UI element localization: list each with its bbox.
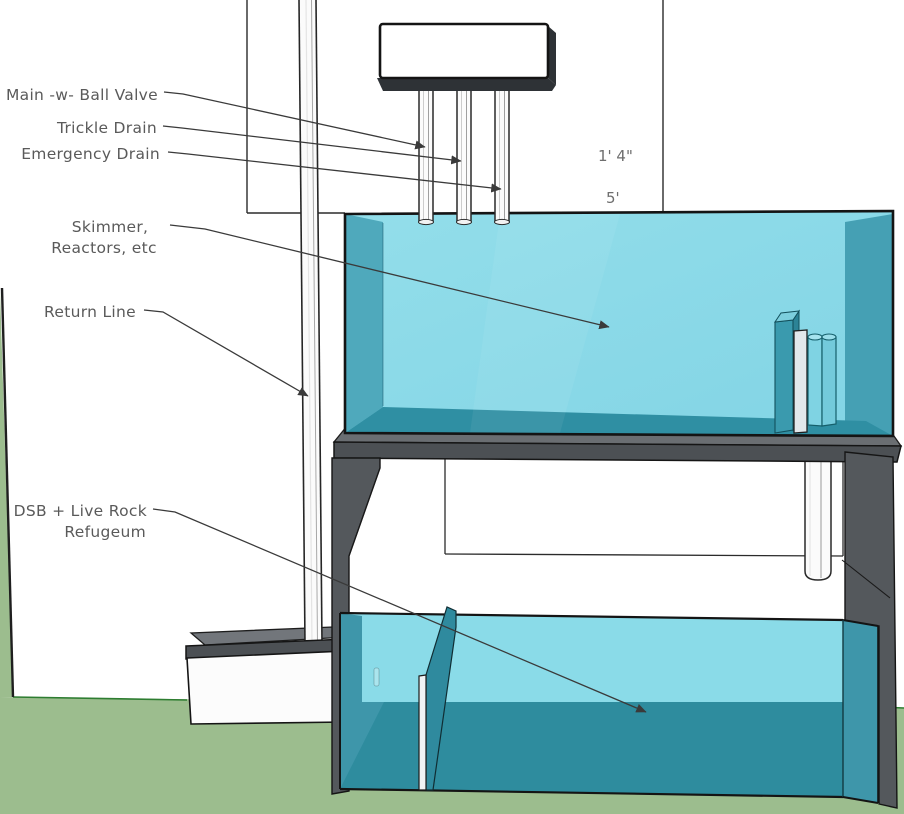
upper-tank-outline [343,209,895,438]
standpipe-left-top [807,333,823,341]
standpipe-left-body [807,336,823,427]
divider-front-strip [418,674,427,791]
overflow-box-bottom-face [377,78,556,91]
overflow-baffle-assembly [773,309,837,434]
label-main-valve: Main -w- Ball Valve [6,86,158,104]
stand-right-leg-inner-edge [841,559,891,599]
wall-corner-left-edge [0,287,15,698]
stand-pipe-body [804,447,832,581]
refugium-divider [418,606,457,791]
lower-right-bottom-edge [842,796,879,804]
main-drain-pipe [418,87,434,226]
leader-return-line [143,309,309,397]
lower-tank-floor [340,702,843,797]
label-emergency-drain: Emergency Drain [21,145,160,163]
leader-trickle-drain [162,125,462,165]
dimension-width: 5' [606,189,620,207]
upper-tank-floor [345,407,893,436]
leader-dsb [152,508,647,713]
return-pipe-seam [311,0,318,645]
trickle-drain-pipe-end [456,218,472,226]
trickle-drain-pipe [456,87,472,226]
label-trickle-drain: Trickle Drain [56,119,157,137]
pump-box-front [185,638,348,725]
emergency-drain-pipe-end [494,218,510,226]
waterline-edge-right [842,619,879,627]
label-skimmer-line2: Reactors, etc [51,239,157,257]
standpipe-right-body [821,336,837,427]
floor-main [0,697,904,814]
return-pipe-edge-right [315,0,323,645]
leader-skimmer [169,224,610,330]
water-sheen [470,214,620,433]
label-return-line: Return Line [44,303,136,321]
overflow-box-right-face [548,26,556,85]
lower-tank-right-wall [843,620,878,803]
upper-tank-right-wall [845,214,893,436]
upper-tank-left-wall [345,214,383,433]
baffle-front-face [774,319,794,434]
label-dsb-line2: Refugeum [64,523,146,541]
lower-tank [339,606,879,804]
baffle-top-face [773,310,801,323]
emergency-drain-pipe [494,87,510,226]
return-line-pipe [298,0,323,645]
trickle-drain-pipe-body [456,87,472,223]
stand-interior-lines [444,459,844,557]
emergency-drain-pipe-body [494,87,510,223]
overflow-box-front [378,22,550,80]
wall-floor-line-left [12,696,188,701]
dimension-height: 1' 4" [598,147,633,165]
return-pipe-highlight [305,0,313,645]
leader-main-valve [163,91,426,150]
label-dsb-line1: DSB + Live Rock [14,502,147,520]
pump-box-body [186,650,347,725]
standpipe-right-top [821,333,837,341]
lower-tank-bulkhead-detail [373,667,380,687]
overflow-box [377,22,556,91]
upper-tank [343,209,895,438]
label-skimmer-line1: Skimmer, [72,218,149,236]
leader-emergency-drain [167,151,502,193]
drain-pipe-in-stand [804,447,832,581]
return-pipe-edge-left [298,0,306,645]
lower-tank-left-wall [340,613,384,789]
leader-lines [143,91,647,713]
shelf-front-face [333,441,902,463]
upper-tank-water [345,211,893,436]
overflow-drain-pipes [418,87,510,226]
stand-back-bottom-edge [444,553,844,557]
waterline-edge [339,611,844,622]
overflow-white-panel [793,329,808,434]
labels: Main -w- Ball Valve Trickle Drain Emerge… [6,86,633,541]
stand-left-leg-inner-edge [348,467,381,557]
main-drain-pipe-end [418,218,434,226]
main-drain-pipe-body [418,87,434,223]
